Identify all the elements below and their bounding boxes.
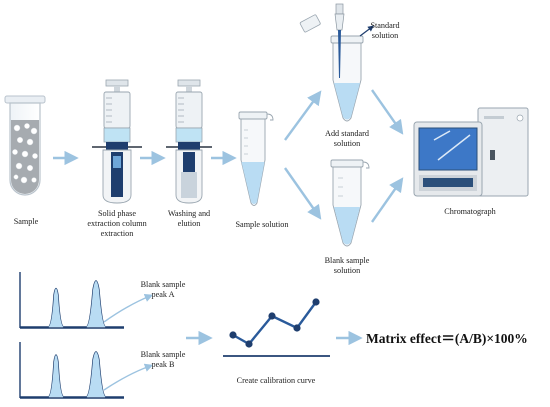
spe-label-line-1: Solid phase — [98, 209, 136, 218]
washing-label-line-1: Washing and — [168, 209, 210, 218]
peak-b-label-2: peak B — [152, 360, 176, 369]
blank-solution-label-2: solution — [334, 266, 360, 275]
add-standard-label-1: Add standard — [325, 129, 369, 138]
spe-column-icon — [92, 79, 142, 204]
sample-solution-label: Sample solution — [236, 220, 289, 229]
arrow-to-standard — [284, 90, 322, 141]
blank-tube-icon — [330, 159, 370, 247]
spe-label-line-3: extraction — [101, 229, 134, 238]
chromatograph-icon — [413, 107, 529, 197]
matrix-effect-formula: Matrix effect＝(A/B)×100% — [366, 331, 528, 346]
chromatograph-label: Chromatograph — [444, 207, 495, 216]
standard-tube-icon — [299, 3, 374, 122]
calibration-label: Create calibration curve — [237, 376, 316, 385]
arrow-to-blank — [284, 167, 322, 220]
washing-label-line-2: elution — [178, 219, 201, 228]
chromatogram-b — [19, 342, 154, 399]
sample-tube-icon — [4, 95, 46, 196]
blank-solution-label-1: Blank sample — [325, 256, 370, 265]
calibration-curve-icon — [223, 298, 330, 357]
peak-a-label-2: peak A — [152, 290, 175, 299]
sample-label: Sample — [14, 217, 39, 226]
arrow-blank-to-chromatograph — [371, 177, 404, 223]
standard-solution-label-1: Standard — [370, 21, 399, 30]
add-standard-label-2: solution — [334, 139, 360, 148]
peak-b-label-1: Blank sample — [141, 350, 186, 359]
peak-a-label-1: Blank sample — [141, 280, 186, 289]
washing-column-icon — [166, 79, 212, 204]
standard-solution-label-2: solution — [372, 31, 398, 40]
arrow-standard-to-chromatograph — [371, 89, 404, 135]
spe-label-line-2: extraction column — [87, 219, 146, 228]
sample-solution-tube-icon — [238, 111, 274, 206]
chromatogram-a — [19, 272, 154, 329]
